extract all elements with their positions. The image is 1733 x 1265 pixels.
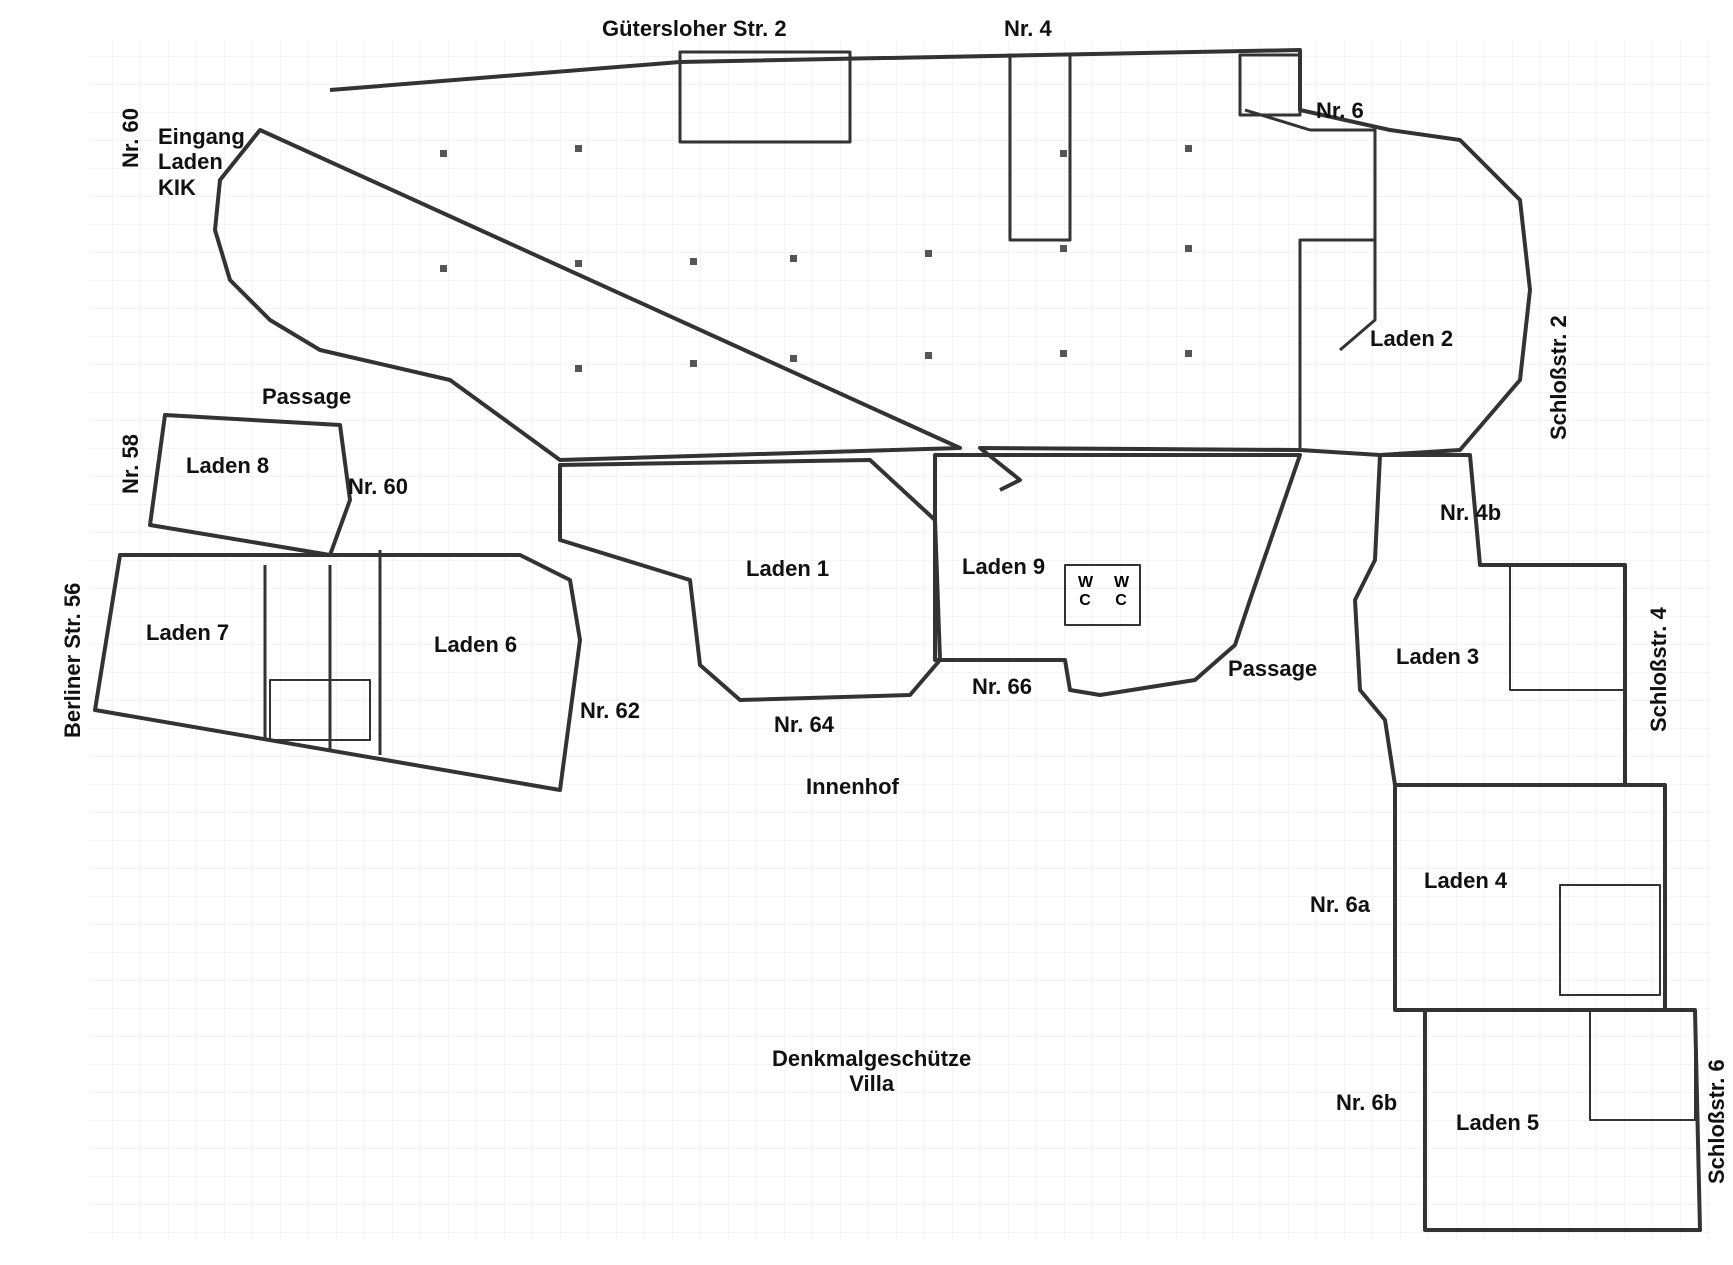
entrance-label: Eingang Laden KIK	[158, 124, 245, 200]
house-number-nr4: Nr. 4	[1004, 16, 1052, 41]
house-number-nr60-top: Nr. 60	[118, 108, 143, 168]
villa-label: Denkmalgeschütze Villa	[772, 1046, 971, 1097]
core-nr4	[1008, 53, 1072, 242]
street-label-schloss2: Schloßstr. 2	[1546, 315, 1571, 440]
shop-label-laden9: Laden 9	[962, 554, 1046, 579]
passage-label-left: Passage	[262, 384, 352, 409]
laden7-6-core	[263, 550, 382, 755]
street-label-schloss6: Schloßstr. 6	[1704, 1059, 1729, 1184]
laden4-core	[1559, 884, 1661, 996]
house-number-nr66: Nr. 66	[972, 674, 1032, 699]
street-label-berliner56: Berliner Str. 56	[60, 582, 85, 738]
shop-label-laden2: Laden 2	[1370, 326, 1454, 351]
entrance-line-1: Eingang	[158, 124, 245, 149]
laden3-core	[1509, 564, 1626, 691]
stair-block-top	[678, 50, 852, 144]
wc-box	[1064, 564, 1141, 626]
house-number-nr4b: Nr. 4b	[1440, 500, 1502, 525]
entrance-line-3: KIK	[158, 174, 196, 200]
laden2-outline	[1244, 108, 1377, 450]
wc-letter-c: C	[1115, 591, 1127, 609]
passage-label-right: Passage	[1228, 656, 1318, 681]
courtyard-label: Innenhof	[806, 774, 899, 799]
house-number-nr60-mid: Nr. 60	[348, 474, 408, 499]
entrance-line-2: Laden	[158, 149, 223, 175]
wc-label-1: W C	[1078, 574, 1094, 609]
wc-label-2: W C	[1114, 574, 1130, 609]
grid-background	[90, 40, 1710, 1240]
house-number-nr58: Nr. 58	[118, 434, 143, 494]
core-nr6	[1238, 53, 1302, 117]
column-markers	[440, 145, 1192, 372]
shop-label-laden7: Laden 7	[146, 620, 230, 645]
street-label-guetersloher: Gütersloher Str. 2	[602, 16, 787, 41]
house-number-nr6a: Nr. 6a	[1310, 892, 1370, 917]
street-label-schloss4: Schloßstr. 4	[1646, 607, 1671, 732]
shop-label-laden1: Laden 1	[746, 556, 830, 581]
house-number-nr64: Nr. 64	[774, 712, 834, 737]
villa-line-1: Denkmalgeschütze	[772, 1046, 972, 1071]
shop-label-laden6: Laden 6	[434, 632, 518, 657]
toilets-laden7	[269, 679, 371, 741]
house-number-nr6: Nr. 6	[1316, 98, 1364, 123]
laden1-outline	[558, 458, 942, 702]
villa-line-2: Villa	[849, 1071, 895, 1097]
wc-letter-c: C	[1079, 591, 1091, 609]
laden7-6-outline	[93, 553, 582, 792]
shop-label-laden8: Laden 8	[186, 453, 270, 478]
wc-letter-w: W	[1078, 574, 1094, 591]
shop-label-laden5: Laden 5	[1456, 1110, 1540, 1135]
shop-label-laden4: Laden 4	[1424, 868, 1508, 893]
house-number-nr62: Nr. 62	[580, 698, 640, 723]
wc-letter-w: W	[1114, 574, 1130, 591]
laden2-core	[1300, 238, 1377, 352]
laden5-core	[1589, 1009, 1696, 1121]
shop-label-laden3: Laden 3	[1396, 644, 1480, 669]
laden8-outline	[148, 413, 352, 557]
laden9-outline	[933, 453, 1302, 697]
house-number-nr6b: Nr. 6b	[1336, 1090, 1398, 1115]
